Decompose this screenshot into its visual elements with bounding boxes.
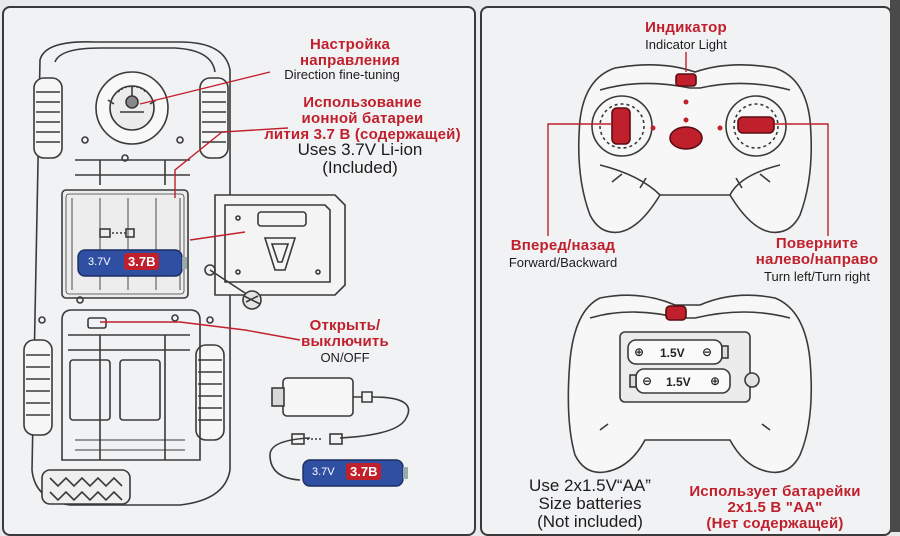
screw-icon [242, 290, 262, 310]
liion-voltage-bottom: 3.7V [312, 466, 335, 478]
indicator-label-en: Indicator Light [645, 37, 727, 52]
rear-tread [41, 469, 131, 505]
edge-strip [890, 0, 900, 532]
onoff-ru-line1: Открыть/ [309, 317, 381, 334]
aa2-minus: ⊖ [642, 374, 653, 388]
aa1-minus: ⊖ [702, 345, 713, 359]
aa-en-line2: Size batteries [538, 493, 642, 513]
onoff-label-ru: Открыть/ выключить [285, 318, 405, 350]
direction-ru-line1: Настройка [309, 36, 391, 53]
wheel-front-left [33, 77, 63, 159]
leader-lines [100, 52, 829, 341]
liion-badge-bottom: 3.7B [346, 463, 382, 480]
forward-label-en: Forward/Backward [508, 255, 618, 270]
wheel-rear-left [23, 339, 53, 436]
battery-cover [214, 194, 346, 296]
aa-ru-line3: (Нет содержащей) [706, 514, 844, 532]
battery-ru-line2: ионной батареи [301, 109, 424, 127]
battery-compartment [61, 189, 189, 299]
left-right-stick [737, 116, 775, 134]
usb-charger [269, 377, 410, 481]
aa-battery-1 [627, 339, 729, 365]
aa-ru-line2: 2x1.5 В "AA" [727, 498, 823, 516]
center-button [669, 126, 703, 150]
aa-label-en: Use 2x1.5V“AA” Size batteries (Not inclu… [510, 477, 670, 531]
battery-ru-line3: лития 3.7 В (содержащей) [264, 125, 461, 143]
liion-voltage-top: 3.7V [88, 256, 111, 268]
direction-trim-dial [95, 71, 169, 145]
battery-ru-line1: Использование [303, 94, 422, 111]
direction-label-en: Direction fine-tuning [284, 67, 400, 82]
forward-backward-stick [611, 107, 631, 145]
turn-ru-line1: Поверните [775, 235, 859, 252]
charge-connector [291, 433, 343, 445]
turn-label-ru: Поверните налево/направо [752, 236, 882, 268]
aa1-plus: ⊕ [634, 345, 645, 359]
aa-battery-2 [629, 368, 731, 394]
liion-badge-top: 3.7B [124, 253, 160, 270]
wheel-front-right [199, 77, 229, 159]
aa2-label: 1.5V [666, 375, 691, 389]
wheel-rear-right [195, 344, 225, 441]
aa2-plus: ⊕ [710, 374, 721, 388]
aa1-label: 1.5V [660, 346, 685, 360]
connector-icon-1 [99, 228, 135, 238]
turn-ru-line2: налево/направо [755, 250, 879, 268]
direction-ru-line2: направления [300, 51, 400, 69]
onoff-label-en: ON/OFF [320, 350, 370, 365]
battery-label-ru: Использование ионной батареи лития 3.7 В… [250, 95, 475, 142]
indicator-label-ru: Индикатор [645, 19, 727, 36]
direction-label-ru: Настройка направления [280, 37, 420, 69]
battery-label-en: Uses 3.7V Li-ion (Included) [275, 141, 445, 177]
aa-en-line3: (Not included) [537, 511, 643, 531]
power-switch [87, 317, 107, 329]
aa-label-ru: Использует батарейки 2x1.5 В "AA" (Нет с… [675, 484, 875, 531]
battery-en-line2: (Included) [322, 157, 398, 177]
aa-en-line1: Use 2x1.5V“AA” [529, 476, 651, 495]
battery-en-line1: Uses 3.7V Li-ion [297, 140, 423, 159]
forward-label-ru: Вперед/назад [510, 237, 616, 254]
turn-label-en: Turn left/Turn right [764, 269, 870, 284]
onoff-ru-line2: выключить [301, 332, 389, 350]
controller-top-outline [578, 64, 813, 234]
aa-ru-line1: Использует батарейки [689, 483, 861, 500]
indicator-light [675, 73, 697, 87]
indicator-light-bottom [665, 305, 687, 321]
